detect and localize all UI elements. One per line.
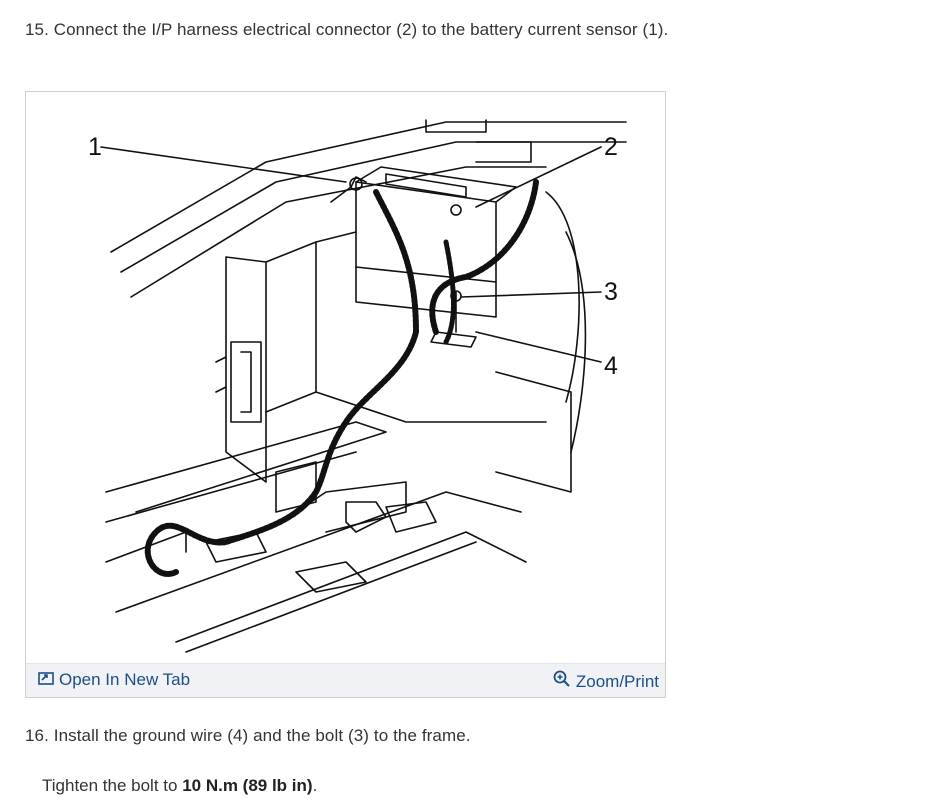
figure-toolbar: Open In New Tab Zoom/Print <box>26 663 665 697</box>
callout-2: 2 <box>604 133 618 161</box>
torque-suffix: . <box>312 776 318 795</box>
step-15-text: 15. Connect the I/P harness electrical c… <box>25 20 669 39</box>
zoom-print-label: Zoom/Print <box>575 671 659 691</box>
open-in-new-tab-icon <box>38 670 54 690</box>
battery-harness-diagram: 1 2 3 4 <box>88 119 627 653</box>
step-16-text: 16. Install the ground wire (4) and the … <box>25 726 471 745</box>
figure-container: 1 2 3 4 Open In New Tab Z <box>25 91 666 698</box>
callout-1: 1 <box>88 133 102 161</box>
open-in-new-tab-link[interactable]: Open In New Tab <box>38 670 190 690</box>
zoom-in-icon <box>553 670 571 693</box>
illustration: 1 2 3 4 <box>26 92 665 664</box>
open-in-new-tab-label: Open In New Tab <box>59 670 191 689</box>
callout-4: 4 <box>604 352 618 380</box>
torque-value: 10 N.m (89 lb in) <box>182 776 313 795</box>
torque-instruction: Tighten the bolt to 10 N.m (89 lb in). <box>42 775 317 797</box>
zoom-print-link[interactable]: Zoom/Print <box>553 670 659 693</box>
torque-prefix: Tighten the bolt to <box>42 776 183 795</box>
callout-3: 3 <box>604 278 618 306</box>
